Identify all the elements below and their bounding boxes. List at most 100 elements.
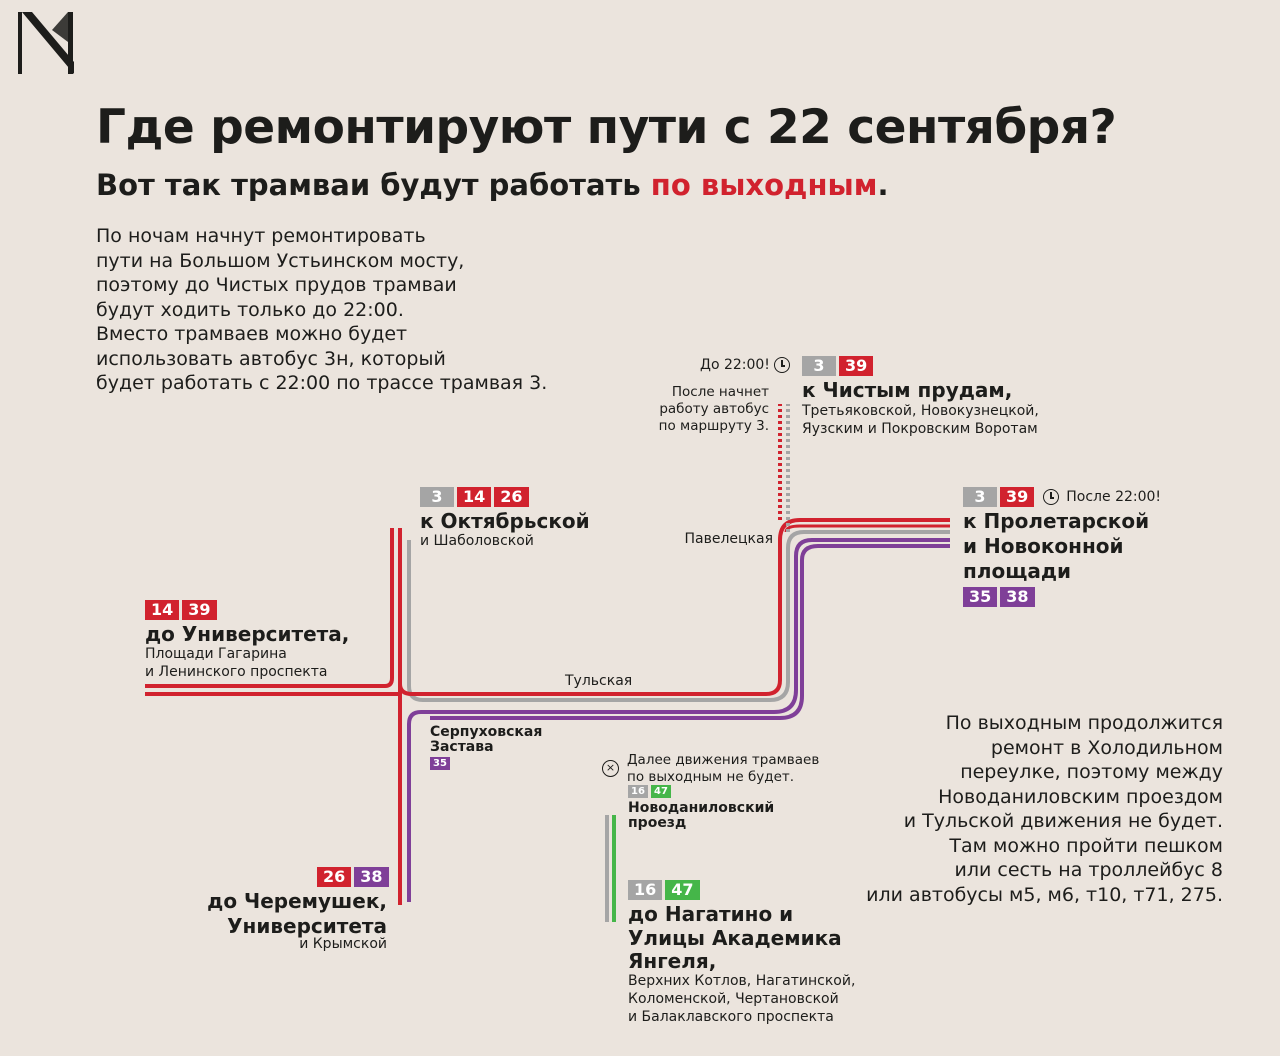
after-22-label: После 22:00!: [1066, 489, 1162, 505]
intro-line: пути на Большом Устьинском мосту,: [96, 249, 465, 272]
novodanilovsky-badges: 16 47: [628, 785, 671, 798]
intro-line: будут ходить только до 22:00.: [96, 298, 404, 321]
cheremushki-title-line: до Черемушек,: [207, 889, 387, 913]
note-line: или сесть на троллейбус 8: [954, 859, 1224, 881]
universitet-badges: 14 39: [145, 600, 217, 620]
subtitle-text: Вот так трамваи будут работать: [96, 168, 651, 202]
route-badge: 47: [665, 880, 700, 900]
nagatino-sub-line: и Балаклавского проспекта: [628, 1009, 834, 1025]
subtitle-highlight: по выходным: [650, 168, 878, 202]
chistye-sub-line: Яузским и Покровским Воротам: [802, 421, 1038, 437]
route-badge: 38: [354, 867, 389, 887]
nagatino-badges: 16 47: [628, 880, 700, 900]
stop-tulskaya: Тульская: [565, 673, 633, 689]
bus-note-line: работу автобус: [659, 401, 769, 417]
oktyabrskaya-badges: 3 14 26: [420, 487, 529, 507]
no-service-line: Далее движения трамваев: [627, 752, 820, 768]
universitet-sub-line: Площади Гагарина: [145, 646, 287, 662]
route-badge: 35: [963, 587, 998, 607]
chistye-title: к Чистым прудам,: [802, 378, 1013, 402]
note-line: Там можно пройти пешком: [949, 834, 1223, 857]
note-line: переулке, поэтому между: [960, 761, 1223, 783]
route-west-curve: [384, 528, 394, 688]
until-text: До 22:00!: [700, 357, 770, 373]
stop-serpukhovskaya-line: Застава: [430, 739, 494, 755]
bus-note-line: по маршруту 3.: [658, 418, 769, 434]
note-line: или автобусы м5, м6, т10, т71, 275.: [866, 883, 1223, 906]
route-badge: 3: [802, 356, 836, 376]
serpukhovskaya-badge: 35: [430, 757, 450, 770]
page-title: Где ремонтируют пути с 22 сентября?: [96, 100, 1117, 155]
universitet-sub-line: и Ленинского проспекта: [145, 664, 328, 680]
subtitle-dot: .: [877, 168, 889, 202]
cheremushki-sub: и Крымской: [299, 936, 387, 952]
no-service-note: × Далее движения трамваев по выходным не…: [602, 752, 819, 786]
intro-paragraph: По ночам начнут ремонтировать пути на Бо…: [96, 224, 547, 396]
stop-serpukhovskaya: Серпуховская Застава: [430, 725, 542, 755]
clock-icon: [1043, 489, 1060, 505]
stop-novodanilovsky-line: проезд: [628, 815, 687, 831]
route-badge: 14: [145, 600, 180, 620]
no-service-line: по выходным не будет.: [627, 769, 795, 785]
clock-icon: [774, 357, 791, 373]
page-subtitle: Вот так трамваи будут работать по выходн…: [96, 168, 888, 202]
close-circle-icon: ×: [602, 760, 619, 777]
note-line: Новоданиловским проездом: [938, 785, 1223, 808]
proletarskaya-title: к Пролетарской и Новоконной площади: [963, 509, 1149, 584]
route-35-38-purple: [407, 538, 950, 902]
route-badge: 39: [1000, 487, 1035, 507]
logo-icon: [18, 12, 74, 74]
cheremushki-title-line: Университета: [227, 914, 387, 938]
nagatino-title-line: Улицы Академика: [628, 925, 842, 950]
intro-line: будет работать с 22:00 по трассе трамвая…: [96, 372, 548, 394]
route-badge: 16: [628, 880, 663, 900]
route-badge: 39: [839, 356, 874, 376]
route-badge: 26: [317, 867, 352, 887]
nagatino-sub-line: Верхних Котлов, Нагатинской,: [628, 973, 856, 989]
note-line: и Тульской движения не будет.: [903, 810, 1223, 832]
oktyabrskaya-sub: и Шаболовской: [420, 533, 534, 549]
nagatino-title-line: до Нагатино и: [628, 902, 794, 926]
route-badge: 3: [420, 487, 454, 507]
intro-line: использовать автобус 3н, который: [96, 347, 446, 370]
route-35-38-purple: [430, 544, 950, 720]
intro-line: поэтому до Чистых прудов трамваи: [96, 274, 457, 296]
chistye-badges: 3 39: [802, 356, 874, 376]
proletarskaya-title-line: и Новоконной: [963, 534, 1124, 558]
route-badge: 38: [1000, 587, 1035, 607]
note-line: По выходным продолжится: [945, 712, 1223, 734]
nagatino-title-line: Янгеля,: [628, 949, 717, 973]
until-22-label: До 22:00!: [700, 357, 791, 373]
bus-note-line: После начнет: [671, 384, 769, 400]
no-service-text: Далее движения трамваев по выходным не б…: [627, 752, 819, 786]
route-badge: 47: [651, 785, 671, 798]
cheremushki-title: до Черемушек, Университета: [207, 889, 387, 939]
proletarskaya-title-line: площади: [963, 559, 1071, 583]
stop-novodanilovsky: Новоданиловский проезд: [628, 801, 774, 831]
route-3-gray: [407, 530, 950, 702]
route-badge: 3: [963, 487, 997, 507]
route-badge: 26: [494, 487, 529, 507]
route-badge: 14: [457, 487, 492, 507]
nagatino-sub-line: Коломенской, Чертановской: [628, 991, 839, 1007]
nagatino-sub: Верхних Котлов, Нагатинской, Коломенской…: [628, 972, 855, 1026]
cheremushki-badges: 26 38: [317, 867, 389, 887]
bus-note: После начнет работу автобус по маршруту …: [659, 384, 769, 435]
universitet-title: до Университета,: [145, 622, 350, 646]
intro-line: Вместо трамваев можно будет: [96, 323, 408, 345]
note-line: ремонт в Холодильном: [990, 736, 1223, 759]
route-badge: 39: [182, 600, 217, 620]
route-badge: 16: [628, 785, 648, 798]
weekend-note: По выходным продолжится ремонт в Холодил…: [866, 711, 1223, 907]
nagatino-title: до Нагатино и Улицы Академика Янгеля,: [628, 902, 842, 974]
oktyabrskaya-title: к Октябрьской: [420, 509, 590, 533]
proletarskaya-badges-2: 35 38: [963, 587, 1035, 607]
intro-line: По ночам начнут ремонтировать: [96, 225, 426, 247]
route-badge: 35: [430, 757, 450, 770]
chistye-sub-line: Третьяковской, Новокузнецкой,: [802, 403, 1039, 419]
chistye-sub: Третьяковской, Новокузнецкой, Яузским и …: [802, 402, 1039, 438]
stop-novodanilovsky-line: Новоданиловский: [628, 800, 775, 816]
proletarskaya-title-line: к Пролетарской: [963, 509, 1150, 533]
stop-paveletskaya: Павелецкая: [684, 531, 773, 547]
